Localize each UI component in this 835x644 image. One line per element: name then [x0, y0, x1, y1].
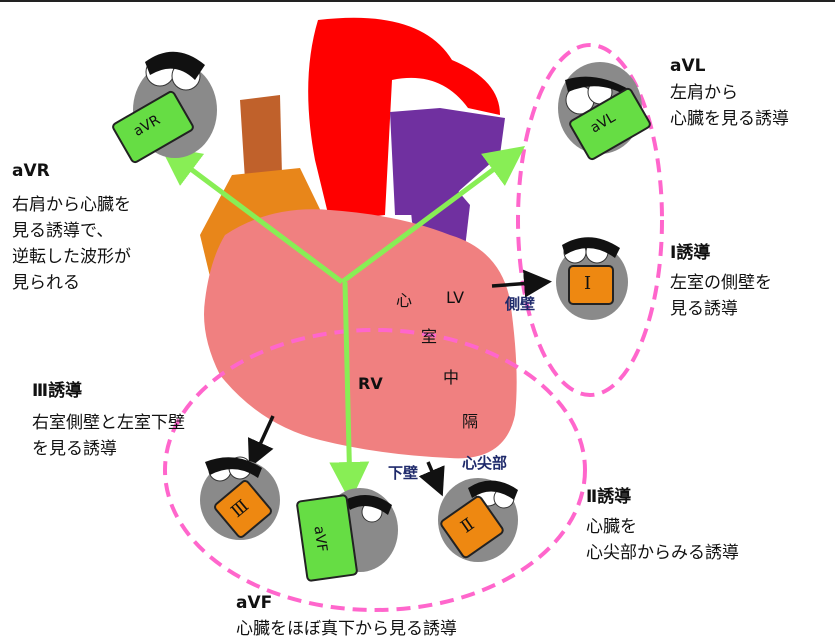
label-lv: LV [446, 288, 464, 307]
title-lead2: Ⅱ誘導 [586, 486, 631, 508]
badge-avf: aVF [307, 524, 332, 553]
septum-char-3: 中 [443, 364, 459, 388]
septum-char-4: 隔 [462, 408, 478, 432]
title-avr: aVR [12, 160, 50, 182]
penguin-lead1 [556, 237, 628, 320]
arrow-lead2 [428, 462, 440, 490]
desc-avr: 右肩から心臓を 見る誘導で、 逆転した波形が 見られる [12, 192, 131, 296]
label-rv: RV [358, 374, 383, 393]
penguin-avr [112, 52, 217, 164]
superior-vena-cava [240, 95, 282, 180]
septum-char-1: 心 [396, 287, 412, 311]
badge-lead1: Ⅰ [584, 273, 591, 295]
desc-lead3: 右室側壁と左室下壁 を見る誘導 [32, 410, 185, 462]
septum-char-2: 室 [421, 323, 437, 347]
label-inferior-wall: 下壁 [388, 462, 418, 483]
label-lateral-wall: 側壁 [505, 293, 535, 314]
title-avl: aVL [670, 55, 705, 77]
title-avf: aVF [236, 592, 272, 614]
desc-avf: 心臓をほぼ真下から見る誘導 [236, 618, 457, 640]
penguin-lead2 [438, 478, 518, 562]
label-apex: 心尖部 [462, 452, 507, 473]
arrow-lead3 [252, 416, 273, 462]
desc-lead1: 左室の側壁を 見る誘導 [670, 270, 772, 322]
title-lead3: Ⅲ誘導 [32, 380, 82, 402]
desc-avl: 左肩から 心臓を見る誘導 [670, 80, 789, 132]
desc-lead2: 心臓を 心尖部からみる誘導 [586, 514, 739, 566]
title-lead1: Ⅰ誘導 [670, 242, 710, 264]
